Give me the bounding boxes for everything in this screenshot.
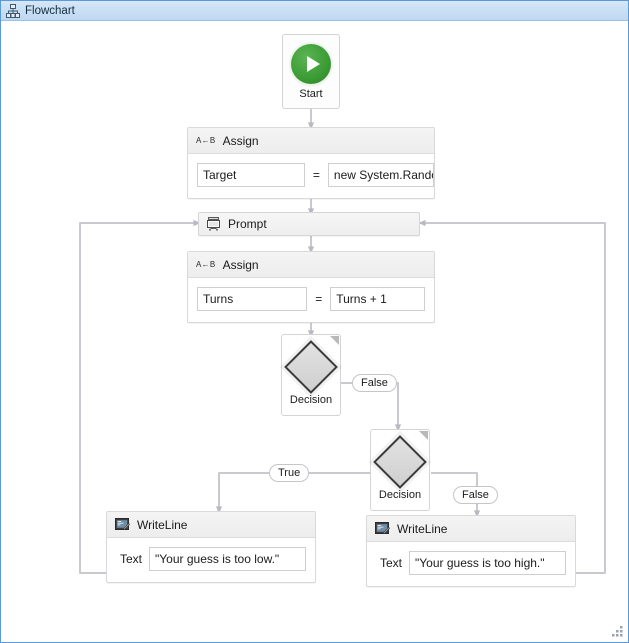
decision-one-label: Decision	[289, 393, 333, 406]
decision-diamond-icon	[284, 339, 338, 394]
assign-turns-value-field[interactable]: Turns + 1	[330, 287, 425, 311]
assign-icon: A←B	[196, 135, 216, 145]
assign-icon: A←B	[196, 259, 216, 269]
writeline-high-body: Text "Your guess is too high."	[367, 542, 575, 586]
assign-turns-body: Turns = Turns + 1	[188, 278, 434, 322]
assign-target-to-field[interactable]: Target	[197, 163, 305, 187]
start-node[interactable]: Start	[282, 34, 340, 109]
start-node-label: Start	[299, 87, 323, 100]
assign-target-activity[interactable]: A←B Assign Target = new System.Randor	[187, 127, 435, 199]
writeline-high-text-field[interactable]: "Your guess is too high."	[409, 551, 566, 575]
flowchart-hierarchy-icon	[6, 3, 20, 18]
decision-fold-icon	[419, 431, 428, 440]
assign-target-body: Target = new System.Randor	[188, 154, 434, 198]
assign-target-operator: =	[312, 168, 320, 182]
writeline-high-title: WriteLine	[397, 521, 448, 536]
writeline-low-field-label: Text	[120, 552, 143, 566]
assign-turns-operator: =	[315, 292, 323, 306]
assign-target-header: A←B Assign	[188, 128, 434, 154]
decision-fold-icon	[330, 336, 339, 345]
prompt-screen-icon	[206, 217, 221, 231]
writeline-high-field-label: Text	[380, 556, 403, 570]
assign-turns-title: Assign	[222, 257, 259, 272]
writeline-low-header: WriteLine	[107, 512, 315, 538]
writeline-icon	[115, 518, 130, 531]
writeline-low-activity[interactable]: WriteLine Text "Your guess is too low."	[106, 511, 316, 583]
decision-one-false-label: False	[352, 374, 397, 392]
flowchart-canvas[interactable]: Start A←B Assign Target = new System.Ran…	[1, 22, 628, 642]
decision-one-node[interactable]: Decision	[281, 334, 341, 416]
window-title: Flowchart	[25, 4, 75, 17]
writeline-low-text-field[interactable]: "Your guess is too low."	[149, 547, 306, 571]
decision-two-true-label: True	[269, 464, 310, 482]
decision-two-label: Decision	[378, 488, 422, 501]
writeline-high-activity[interactable]: WriteLine Text "Your guess is too high."	[366, 515, 576, 587]
writeline-low-body: Text "Your guess is too low."	[107, 538, 315, 582]
prompt-title: Prompt	[228, 217, 267, 231]
connector-lines	[79, 108, 606, 574]
resize-grip[interactable]	[611, 625, 624, 638]
writeline-high-header: WriteLine	[367, 516, 575, 542]
decision-two-node[interactable]: Decision	[370, 429, 430, 511]
decision-two-false-label: False	[453, 486, 498, 504]
assign-turns-header: A←B Assign	[188, 252, 434, 278]
assign-target-title: Assign	[222, 133, 259, 148]
assign-target-value-field[interactable]: new System.Randor	[327, 163, 434, 187]
writeline-icon	[375, 522, 390, 535]
decision-diamond-icon	[373, 434, 427, 489]
assign-turns-to-field[interactable]: Turns	[197, 287, 308, 311]
prompt-activity[interactable]: Prompt	[198, 212, 420, 236]
play-icon	[291, 43, 331, 84]
writeline-low-title: WriteLine	[137, 517, 188, 532]
window-titlebar: Flowchart	[1, 1, 628, 21]
assign-turns-activity[interactable]: A←B Assign Turns = Turns + 1	[187, 251, 435, 323]
